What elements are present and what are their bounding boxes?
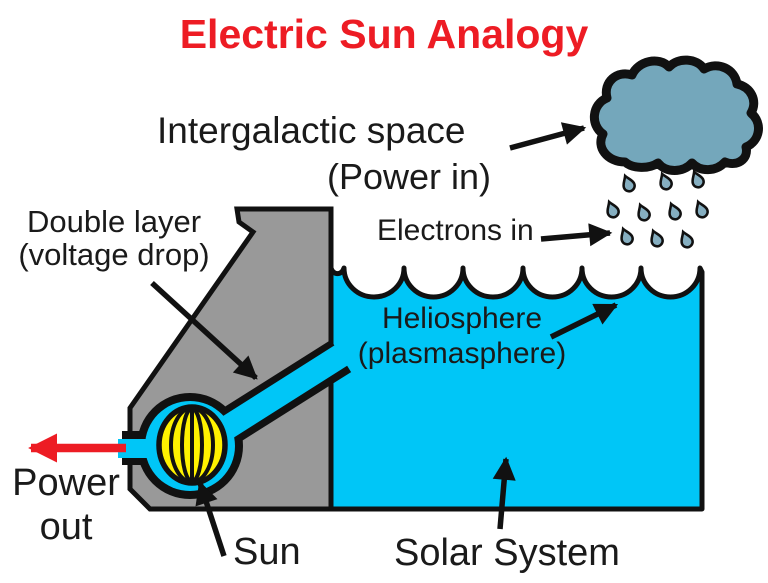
double-layer-label-line1: Double layer — [26, 204, 202, 239]
power-out-label: Power out — [0, 461, 132, 550]
sun-meridians — [169, 406, 215, 484]
annotation-arrows — [150, 122, 619, 557]
raindrops-icon — [606, 169, 709, 249]
power-out-label-line2: out — [39, 506, 93, 549]
solar-system-label: Solar System — [394, 532, 620, 574]
sun-label: Sun — [233, 531, 301, 573]
power-out-label-line1: Power — [12, 462, 120, 504]
diagram-title: Electric Sun Analogy — [179, 11, 589, 57]
intergalactic-arrow — [509, 122, 587, 151]
sun-icon — [156, 404, 228, 486]
heliosphere-label-line2: (plasmasphere) — [357, 336, 567, 370]
heliosphere-label: Heliosphere (plasmasphere) — [348, 302, 576, 372]
heliosphere-label-line1: Heliosphere — [381, 302, 543, 335]
sun-arrow — [195, 480, 227, 557]
electrons-arrow — [540, 223, 613, 247]
electrons-in-label: Electrons in — [377, 214, 534, 247]
heliosphere-arrow — [549, 302, 619, 340]
power-in-label: (Power in) — [327, 156, 492, 197]
intergalactic-space-label: Intergalactic space — [157, 110, 466, 151]
heliosphere-water-shape — [328, 265, 705, 512]
double-layer-arrow — [150, 280, 258, 381]
double-layer-label: Double layer (voltage drop) — [0, 204, 228, 272]
cloud-icon — [590, 55, 763, 175]
double-layer-label-line2: (voltage drop) — [18, 236, 210, 272]
solar-system-arrow — [492, 456, 516, 530]
